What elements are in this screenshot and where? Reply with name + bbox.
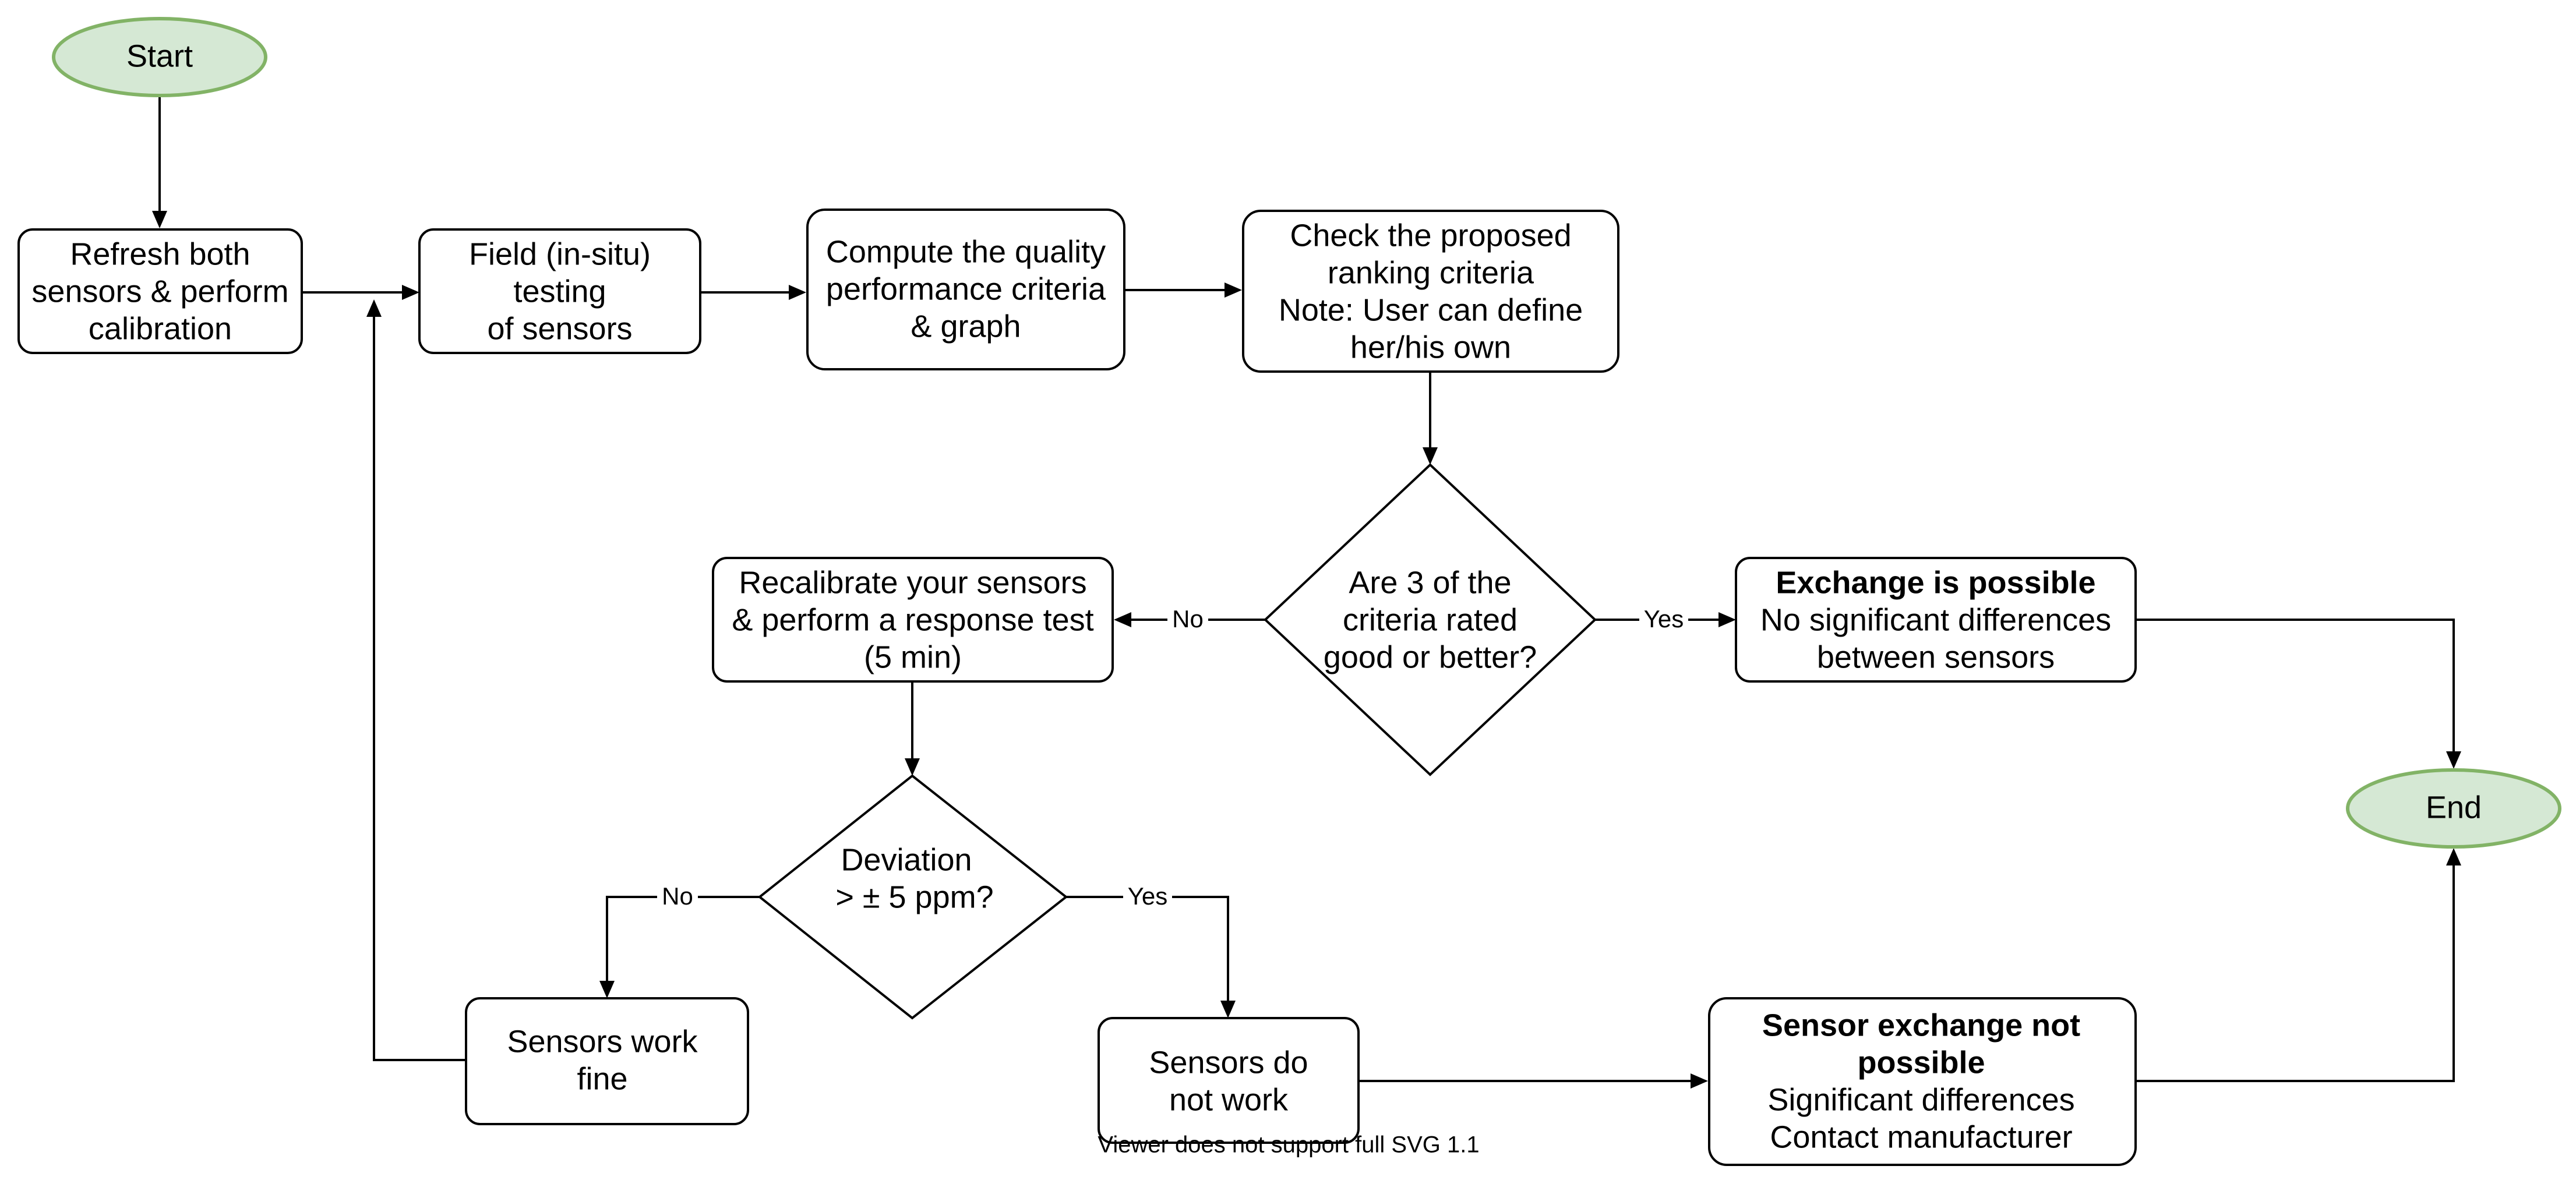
criteria-diamond	[1264, 463, 1597, 776]
compute-line-2: performance criteria	[826, 271, 1106, 306]
start-node: Start	[52, 17, 267, 97]
exchange-possible-line-1: No significant differences	[1760, 602, 2111, 637]
exchange-not-possible-node: Sensor exchange not possible Significant…	[1708, 997, 2137, 1166]
edge-label-criteria-no: No	[1172, 605, 1204, 633]
sensors-not-work-line-1: Sensors do	[1149, 1045, 1308, 1080]
sensors-fine-line-1: Sensors work	[507, 1024, 698, 1059]
compute-node: Compute the quality performance criteria…	[806, 209, 1125, 370]
exchange-not-possible-title-1: Sensor exchange not	[1762, 1008, 2080, 1043]
recalibrate-line-1: Recalibrate your sensors	[739, 565, 1086, 600]
edge-label-bg	[1639, 606, 1688, 634]
start-shape	[52, 17, 267, 97]
exchange-not-possible-line-1: Significant differences	[1767, 1082, 2074, 1117]
deviation-line-1: Deviation	[841, 842, 972, 877]
field-line-2: testing	[513, 274, 606, 309]
arrowhead	[1220, 1001, 1236, 1018]
arrowhead	[905, 758, 920, 776]
criteria-line-2: criteria rated	[1343, 602, 1518, 637]
arrowhead	[1691, 1073, 1708, 1089]
arrowhead	[2446, 848, 2461, 865]
edge-label-deviation-no: No	[662, 882, 693, 910]
criteria-decision-node: Are 3 of the criteria rated good or bett…	[1264, 463, 1597, 776]
exchange-not-possible-title-2: possible	[1857, 1045, 1985, 1080]
refresh-line-2: sensors & perform	[31, 274, 288, 309]
deviation-line-2: > ± 5 ppm?	[835, 879, 993, 914]
viewer-warning: Viewer does not support full SVG 1.1	[1098, 1132, 1479, 1158]
deviation-diamond	[757, 774, 1068, 1020]
edge-exchange-not-to-end	[2136, 863, 2455, 1082]
arrowhead	[1225, 282, 1242, 298]
field-line-3: of sensors	[487, 311, 632, 346]
check-box	[1242, 210, 1619, 373]
arrowhead	[1114, 612, 1131, 627]
refresh-line-1: Refresh both	[70, 236, 250, 271]
compute-line-3: & graph	[911, 309, 1021, 344]
sensors-not-work-node: Sensors do not work	[1098, 1017, 1360, 1144]
criteria-line-1: Are 3 of the	[1349, 565, 1511, 600]
exchange-possible-node: Exchange is possible No significant diff…	[1735, 557, 2137, 683]
refresh-line-3: calibration	[89, 311, 232, 346]
sensors-fine-line-2: fine	[577, 1061, 627, 1096]
arrowhead	[366, 299, 382, 317]
compute-box	[806, 209, 1125, 370]
exchange-possible-line-2: between sensors	[1817, 640, 2055, 674]
edge-label-deviation-yes: Yes	[1128, 882, 1168, 910]
exchange-not-possible-box	[1708, 997, 2137, 1166]
field-box	[418, 228, 701, 354]
recalibrate-node: Recalibrate your sensors & perform a res…	[712, 557, 1114, 683]
arrowhead	[599, 981, 615, 998]
edge-deviation-no	[606, 896, 760, 983]
edge-label-bg	[657, 883, 698, 911]
arrowhead	[402, 285, 419, 300]
sensors-not-work-box	[1098, 1017, 1360, 1144]
arrowhead	[1423, 447, 1438, 465]
sensors-fine-node: Sensors work fine	[465, 997, 749, 1125]
end-node: End	[2346, 768, 2561, 849]
edge-fine-to-field	[373, 315, 466, 1061]
exchange-possible-title: Exchange is possible	[1776, 565, 2095, 600]
deviation-decision-node: Deviation > ± 5 ppm?	[757, 774, 1068, 1020]
start-label: Start	[126, 38, 193, 73]
refresh-node: Refresh both sensors & perform calibrati…	[17, 228, 303, 354]
compute-line-1: Compute the quality	[826, 234, 1106, 269]
exchange-not-possible-line-2: Contact manufacturer	[1770, 1119, 2072, 1154]
check-line-1: Check the proposed	[1290, 218, 1571, 253]
recalibrate-line-3: (5 min)	[864, 640, 962, 674]
edge-exchange-to-end	[2136, 619, 2455, 754]
check-line-2: ranking criteria	[1328, 255, 1534, 290]
edge-label-bg	[1123, 883, 1172, 911]
refresh-box	[17, 228, 303, 354]
sensors-not-work-line-2: not work	[1169, 1082, 1289, 1117]
edge-deviation-yes	[1066, 896, 1229, 1003]
arrowhead	[152, 211, 167, 228]
field-line-1: Field (in-situ)	[469, 236, 651, 271]
recalibrate-line-2: & perform a response test	[732, 602, 1093, 637]
arrowhead	[789, 285, 806, 300]
end-label: End	[2426, 790, 2482, 825]
edge-labels: No Yes No Yes	[657, 605, 1688, 911]
criteria-line-3: good or better?	[1324, 640, 1537, 674]
arrowhead	[2446, 751, 2461, 769]
exchange-possible-box	[1735, 557, 2137, 683]
check-line-3: Note: User can define	[1279, 292, 1583, 327]
check-node: Check the proposed ranking criteria Note…	[1242, 210, 1619, 373]
recalibrate-box	[712, 557, 1114, 683]
field-node: Field (in-situ) testing of sensors	[418, 228, 701, 354]
arrowhead	[1718, 612, 1736, 627]
edge-label-criteria-yes: Yes	[1644, 605, 1684, 633]
check-line-4: her/his own	[1350, 330, 1511, 365]
end-shape	[2346, 768, 2561, 849]
edge-label-bg	[1167, 606, 1208, 634]
sensors-fine-box	[465, 997, 749, 1125]
